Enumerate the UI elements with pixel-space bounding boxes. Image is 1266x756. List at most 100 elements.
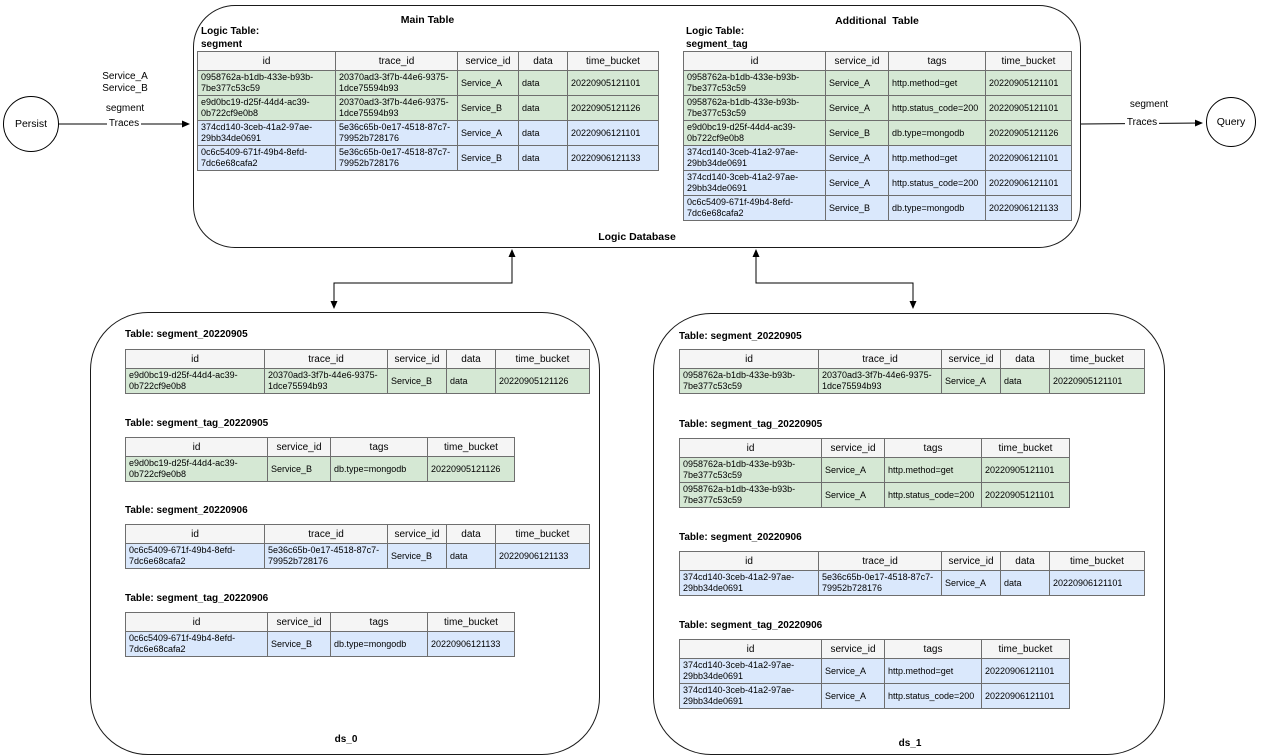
table-cell: Service_A (825, 70, 889, 96)
table-cell: 374cd140-3ceb-41a2-97ae-29bb34de0691 (197, 120, 336, 146)
persist-edge-label-segment: segment (105, 103, 145, 114)
query-node-label: Query (1216, 116, 1246, 128)
column-header: trace_id (818, 349, 942, 369)
table-cell: 20220905121126 (985, 120, 1072, 146)
column-header: data (446, 349, 496, 369)
logic-database-label: Logic Database (598, 231, 676, 243)
column-header: service_id (267, 437, 331, 457)
ds0-table-caption: Table: segment_tag_20220905 (125, 418, 269, 429)
column-header: id (125, 524, 265, 544)
column-header: data (1000, 349, 1050, 369)
table-cell: 20220905121101 (981, 482, 1070, 508)
table-cell: e9d0bc19-d25f-44d4-ac39-0b722cf9e0b8 (197, 95, 336, 121)
column-header: id (679, 438, 822, 458)
persist-edge-label-service-a: Service_A (102, 71, 148, 82)
table-cell: http.status_code=200 (888, 170, 986, 196)
column-header: data (518, 51, 568, 71)
table-cell: 0958762a-b1db-433e-b93b-7be377c53c59 (679, 368, 819, 394)
column-header: id (125, 437, 268, 457)
table-cell: e9d0bc19-d25f-44d4-ac39-0b722cf9e0b8 (125, 456, 268, 482)
table-cell: 20220906121133 (985, 195, 1072, 221)
table-cell: http.method=get (884, 658, 982, 684)
column-header: trace_id (335, 51, 458, 71)
table-cell: http.status_code=200 (884, 683, 982, 709)
table-cell: data (446, 368, 496, 394)
table-cell: Service_A (941, 570, 1001, 596)
ds0-table-caption: Table: segment_20220906 (125, 505, 248, 516)
table-cell: 20220906121101 (985, 145, 1072, 171)
additional-table-title: Additional Table (835, 15, 919, 27)
table-cell: data (518, 120, 568, 146)
table-cell: 20220905121101 (981, 457, 1070, 483)
column-header: service_id (457, 51, 519, 71)
column-header: id (197, 51, 336, 71)
table-cell: 20220906121101 (1049, 570, 1145, 596)
table-cell: Service_B (825, 120, 889, 146)
table-cell: Service_A (457, 70, 519, 96)
table-cell: Service_B (457, 145, 519, 171)
table-cell: 20220906121101 (981, 658, 1070, 684)
column-header: service_id (941, 551, 1001, 571)
column-header: service_id (387, 349, 447, 369)
column-header: trace_id (264, 349, 388, 369)
table-cell: Service_B (267, 456, 331, 482)
query-edge-line-label: Traces (1124, 117, 1160, 128)
table-cell: 0958762a-b1db-433e-b93b-7be377c53c59 (679, 457, 822, 483)
column-header: id (679, 639, 822, 659)
table-cell: Service_A (825, 170, 889, 196)
table-cell: 20220906121101 (985, 170, 1072, 196)
table-cell: data (1000, 368, 1050, 394)
ds1-table-caption: Table: segment_20220906 (679, 532, 802, 543)
column-header: data (446, 524, 496, 544)
ds0-table-caption: Table: segment_20220905 (125, 329, 248, 340)
column-header: id (679, 551, 819, 571)
table-cell: http.status_code=200 (888, 95, 986, 121)
column-header: time_bucket (981, 639, 1070, 659)
column-header: service_id (941, 349, 1001, 369)
ds1-table-caption: Table: segment_tag_20220905 (679, 419, 823, 430)
table-cell: 5e36c65b-0e17-4518-87c7-79952b728176 (335, 120, 458, 146)
table-cell: 20220906121101 (981, 683, 1070, 709)
persist-edge-line-label: Traces (106, 118, 142, 129)
column-header: time_bucket (427, 612, 515, 632)
table-cell: db.type=mongodb (330, 631, 428, 657)
table-cell: data (518, 70, 568, 96)
column-header: service_id (387, 524, 447, 544)
table-cell: 5e36c65b-0e17-4518-87c7-79952b728176 (335, 145, 458, 171)
table-cell: 20220906121133 (567, 145, 659, 171)
table-cell: e9d0bc19-d25f-44d4-ac39-0b722cf9e0b8 (683, 120, 826, 146)
persist-edge-label-service-b: Service_B (102, 83, 148, 94)
logic-to-ds1-connector (752, 249, 917, 309)
column-header: tags (330, 612, 428, 632)
table-cell: db.type=mongodb (888, 120, 986, 146)
column-header: time_bucket (981, 438, 1070, 458)
table-cell: 20220905121101 (1049, 368, 1145, 394)
table-cell: http.method=get (884, 457, 982, 483)
table-cell: data (446, 543, 496, 569)
column-header: time_bucket (495, 349, 590, 369)
logic-to-ds0-connector (330, 249, 516, 309)
table-cell: 374cd140-3ceb-41a2-97ae-29bb34de0691 (679, 683, 822, 709)
table-cell: 0958762a-b1db-433e-b93b-7be377c53c59 (679, 482, 822, 508)
column-header: id (125, 612, 268, 632)
